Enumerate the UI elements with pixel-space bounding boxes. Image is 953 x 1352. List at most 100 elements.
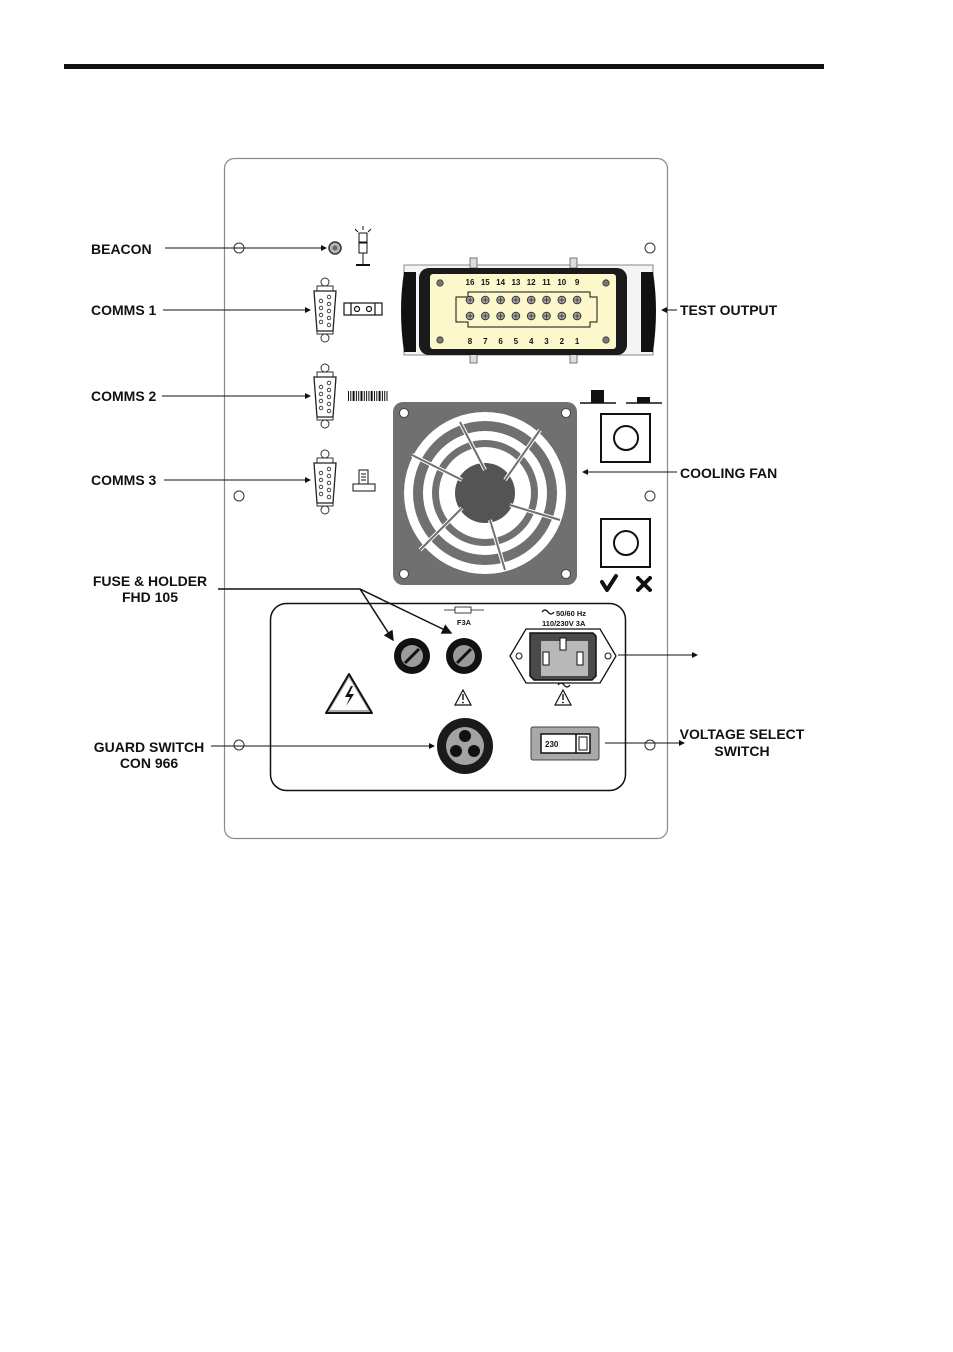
dsub-pin [326, 308, 332, 314]
connector-pin [572, 311, 582, 321]
dsub-pin [326, 408, 332, 414]
connector-pin [511, 311, 521, 321]
label-voltage-select-line1: VOLTAGE SELECT [680, 726, 805, 742]
barcode-bar [350, 391, 352, 401]
voltage-select-switch[interactable] [530, 726, 600, 761]
pin-label: 12 [527, 278, 536, 287]
dsub-pin [326, 322, 332, 328]
pin-label: 9 [575, 278, 580, 287]
pin-label: 8 [468, 337, 473, 346]
barcode-icon [348, 391, 388, 401]
barcode-bar [360, 391, 363, 401]
comms1-port [313, 277, 337, 343]
beacon-icon [354, 226, 372, 266]
warning-icon [454, 688, 472, 706]
pin-label: 4 [529, 337, 534, 346]
label-test-output: TEST OUTPUT [680, 302, 778, 318]
dsub-pin [318, 398, 324, 404]
dsub-pin [326, 394, 332, 400]
connector-pin [496, 311, 505, 321]
connector-pin [572, 295, 582, 305]
dsub-pin [318, 391, 324, 397]
dsub-pin [326, 494, 332, 500]
dsub-pin [318, 405, 324, 411]
label-comms1: COMMS 1 [91, 302, 157, 318]
dsub-pin [326, 473, 332, 479]
voltage-value: 230 [545, 740, 559, 749]
keyboard-icon [352, 469, 376, 492]
pin-label: 10 [557, 278, 566, 287]
dsub-pin [326, 387, 332, 393]
barcode-bar [376, 391, 378, 401]
electrical-hazard-icon [325, 673, 373, 714]
warning-icon [554, 688, 572, 706]
dsub-pin [326, 301, 332, 307]
barcode-bar [381, 391, 383, 401]
connector-pin [481, 295, 490, 305]
label-guard-switch-line1: GUARD SWITCH [94, 739, 204, 755]
dsub-pin [318, 319, 324, 325]
inlet-rating: 110/230V 3A [542, 619, 586, 628]
label-comms3: COMMS 3 [91, 472, 157, 488]
fuse-holder-1 [394, 638, 430, 674]
dsub-pin [326, 487, 332, 493]
guard-switch-connector [437, 718, 493, 774]
connector-pin [496, 295, 505, 305]
connector-pin [542, 311, 551, 321]
fuse-rating: F3A [457, 618, 472, 627]
pin-label: 1 [575, 337, 580, 346]
power-inlet [509, 628, 617, 684]
pin-label: 11 [542, 278, 551, 287]
dsub-pin [318, 298, 324, 304]
dsub-pin [318, 384, 324, 390]
comms2-port [313, 363, 337, 429]
label-cooling-fan: COOLING FAN [680, 465, 777, 481]
label-fuse-holder-line2: FHD 105 [122, 589, 178, 605]
connector-pin [526, 311, 536, 321]
test-start-button[interactable] [600, 413, 651, 463]
printer-icon [343, 302, 383, 316]
barcode-bar [368, 391, 370, 401]
pushbutton-group [580, 390, 662, 404]
dsub-pin [318, 470, 324, 476]
cross-icon [636, 576, 652, 592]
connector-pin [542, 295, 551, 305]
pin-label: 15 [481, 278, 490, 287]
dsub-pin [318, 484, 324, 490]
pin-label: 6 [498, 337, 503, 346]
barcode-bar [363, 391, 365, 401]
cooling-fan [393, 402, 577, 585]
connector-pin [526, 295, 536, 305]
connector-pin [465, 311, 475, 321]
label-guard-switch-line2: CON 966 [120, 755, 179, 771]
pin-label: 13 [511, 278, 520, 287]
dsub-pin [326, 480, 332, 486]
fuse-symbol-icon [444, 606, 484, 614]
connector-pin [557, 311, 567, 321]
dsub-pin [318, 477, 324, 483]
dsub-pin [326, 466, 332, 472]
connector-pin [481, 311, 490, 321]
label-comms2: COMMS 2 [91, 388, 157, 404]
pin-label: 5 [514, 337, 519, 346]
connector-pin [465, 295, 475, 305]
dsub-pin [318, 312, 324, 318]
inlet-frequency: 50/60 Hz [556, 609, 586, 618]
dsub-pin [318, 305, 324, 311]
barcode-bar [355, 391, 357, 401]
pin-label: 2 [560, 337, 565, 346]
header-rule [64, 64, 824, 69]
pin-label: 14 [496, 278, 505, 287]
test-stop-button[interactable] [600, 518, 651, 568]
comms3-port [313, 449, 337, 515]
test-output-connector [401, 257, 656, 364]
ac-symbol-icon [541, 609, 555, 615]
barcode-bar [374, 391, 375, 401]
dsub-pin [318, 491, 324, 497]
barcode-bar [386, 391, 388, 401]
connector-pin [557, 295, 567, 305]
dsub-pin [326, 294, 332, 300]
barcode-bar [352, 391, 355, 401]
